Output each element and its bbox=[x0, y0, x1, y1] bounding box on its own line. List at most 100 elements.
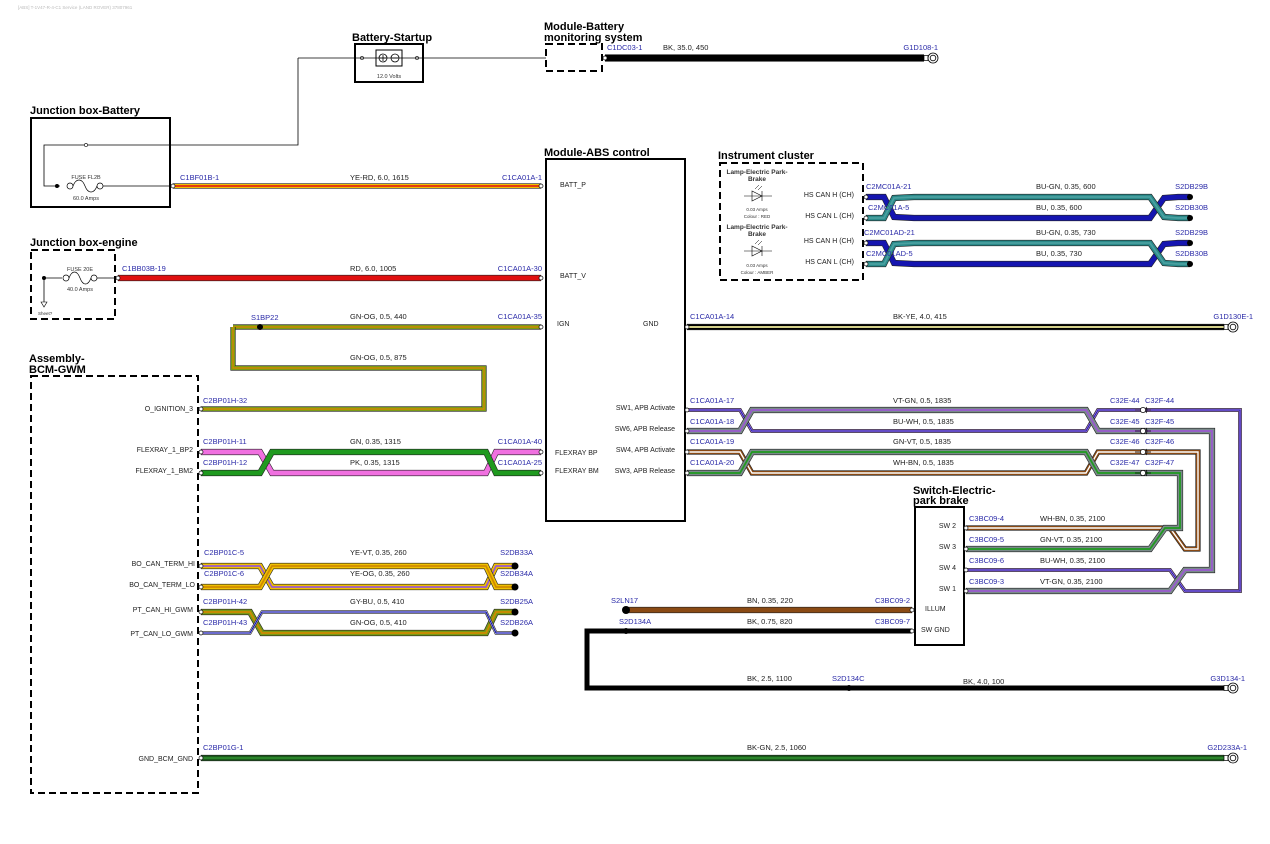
battery-startup-title: Battery-Startup bbox=[352, 32, 432, 44]
wire-spec-ign-b: GN-OG, 0.5, 875 bbox=[350, 353, 407, 362]
wire-ic-can-1-h-outline bbox=[866, 193, 1190, 222]
wire-spec-epb-gnvt: GN-VT, 0.35, 2100 bbox=[1040, 535, 1102, 544]
conn-c1ca01a-20: C1CA01A-20 bbox=[690, 458, 734, 467]
epb-pin-sw4: SW 4 bbox=[939, 565, 956, 572]
lamp-red-title-1: Lamp-Electric Park- bbox=[726, 169, 787, 176]
wire-spec-ic-h1: BU-GN, 0.35, 600 bbox=[1036, 182, 1096, 191]
epb-pin-sw1: SW 1 bbox=[939, 586, 956, 593]
bcm-gwm: Assembly- BCM-GWM O_IGNITION_3 FLEXRAY_1… bbox=[29, 353, 199, 794]
pin-epb-sw-1 bbox=[963, 546, 969, 552]
lamp-amber-title-2: Brake bbox=[748, 231, 766, 238]
wire-spec-swgnd: BK, 0.75, 820 bbox=[747, 617, 792, 626]
wire-spec-gnd-splice: BK, 2.5, 1100 bbox=[747, 674, 792, 683]
bcm-pin-bo-lo: BO_CAN_TERM_LO bbox=[129, 582, 195, 589]
ic-pin-can-h-2: HS CAN H (CH) bbox=[804, 238, 854, 245]
conn-c1ca01a-18: C1CA01A-18 bbox=[690, 417, 734, 426]
conn-c1ca01a-1: C1CA01A-1 bbox=[502, 173, 542, 182]
pin-c1ca01a-14 bbox=[684, 324, 690, 330]
wire-ic-can-1-h bbox=[866, 194, 1190, 221]
splice-s2d134a: S2D134A bbox=[619, 617, 651, 626]
led-icon bbox=[744, 184, 772, 202]
bcm-pin-bo-hi: BO_CAN_TERM_HI bbox=[132, 561, 195, 568]
wire-labels: C1DC03-1 BK, 35.0, 450 G1D108-1 C1BF01B-… bbox=[122, 43, 1253, 752]
conn-c2bp01c-5: C2BP01C-5 bbox=[204, 548, 244, 557]
conn-c2mc01ad-21: C2MC01AD-21 bbox=[864, 228, 915, 237]
pin-abs-sw-3 bbox=[684, 470, 690, 476]
ic-pin-can-h-1: HS CAN H (CH) bbox=[804, 192, 854, 199]
module-bms-title-2: monitoring system bbox=[544, 32, 643, 44]
epb-pin-illum: ILLUM bbox=[925, 606, 946, 613]
pin-c1dc03-1 bbox=[602, 55, 608, 61]
pin-c2bp01c-5 bbox=[198, 563, 204, 569]
sheet-ref: Sheet? bbox=[38, 311, 53, 316]
wire-ic-can-2-pin-h bbox=[863, 240, 869, 246]
fuse-icon bbox=[66, 179, 104, 193]
ground-g1d130e-1-icon bbox=[1223, 321, 1239, 333]
junction-box-battery: Junction box-Battery FUSE FL2B 60.0 Amps bbox=[30, 58, 299, 208]
conn-g2d233a-1: G2D233A-1 bbox=[1207, 743, 1247, 752]
conn-c2mc01a-21: C2MC01A-21 bbox=[866, 182, 911, 191]
wire-ic-can-1-l bbox=[866, 194, 1190, 221]
wire-ic-can-2-h-stripe bbox=[866, 242, 1190, 265]
wire-spec-sw-buwh: BU-WH, 0.5, 1835 bbox=[893, 417, 954, 426]
pin-c1ca01a-25 bbox=[538, 470, 544, 476]
wire-spec-batt-v: RD, 6.0, 1005 bbox=[350, 264, 396, 273]
conn-c2bp01h-32: C2BP01H-32 bbox=[203, 396, 247, 405]
inline-connector-c32-46-icon bbox=[1135, 448, 1151, 456]
conn-c2bp01c-6: C2BP01C-6 bbox=[204, 569, 244, 578]
conn-c3bc09-7: C3BC09-7 bbox=[875, 617, 910, 626]
wire-pt-lo-stripe bbox=[201, 611, 515, 634]
conn-c2bp01h-43: C2BP01H-43 bbox=[203, 618, 247, 627]
pin-sw6: SW6, APB Release bbox=[615, 426, 675, 433]
pin-batt-v: BATT_V bbox=[560, 273, 586, 280]
pin-c2bp01h-42 bbox=[198, 609, 204, 615]
lamp-red-current: 0.03 Amps bbox=[746, 207, 768, 212]
wire-ic-can-2-splice-h bbox=[1187, 240, 1193, 246]
pin-c1ca01a-40 bbox=[538, 449, 544, 455]
wire-ic-can-1-pin-l bbox=[863, 215, 869, 221]
module-bms: Module-Battery monitoring system bbox=[544, 21, 643, 72]
wire-ic-can-1-splice-h bbox=[1187, 194, 1193, 200]
bcm-title-1: Assembly- bbox=[29, 353, 85, 365]
wire-spec-fr-gn: GN, 0.35, 1315 bbox=[350, 437, 401, 446]
pin-epb-sw-2 bbox=[963, 567, 969, 573]
pin-ign: IGN bbox=[557, 321, 569, 328]
lamp-amber-current: 0.03 Amps bbox=[746, 263, 768, 268]
wire-ic-can-2-h-outline bbox=[866, 239, 1190, 268]
splice-s2db25a-dot bbox=[511, 608, 519, 616]
wire-ic-can-2-h bbox=[866, 240, 1190, 267]
conn-c3bc09-3: C3BC09-3 bbox=[969, 577, 1004, 586]
conn-c1ca01a-25: C1CA01A-25 bbox=[498, 458, 542, 467]
splice-s2db29b-2: S2DB29B bbox=[1175, 228, 1208, 237]
ic-pin-can-l-1: HS CAN L (CH) bbox=[805, 213, 854, 220]
conn-c1bb03b-19: C1BB03B-19 bbox=[122, 264, 166, 273]
wire-spec-ic-l2: BU, 0.35, 730 bbox=[1036, 249, 1082, 258]
pin-sw3: SW3, APB Release bbox=[615, 468, 675, 475]
sheet-arrow-icon bbox=[40, 301, 48, 308]
pin-batt-p: BATT_P bbox=[560, 182, 586, 189]
wire-spec-sw-whbn: WH-BN, 0.5, 1835 bbox=[893, 458, 954, 467]
wire-spec-bcm-gnd: BK-GN, 2.5, 1060 bbox=[747, 743, 806, 752]
pin-flexray-bm: FLEXRAY BM bbox=[555, 468, 599, 475]
conn-c32f-47: C32F-47 bbox=[1145, 458, 1174, 467]
pin-c2bp01h-12 bbox=[198, 470, 204, 476]
pin-sw4: SW4, APB Activate bbox=[616, 447, 675, 454]
wire-fr-gn bbox=[201, 449, 541, 476]
conn-c32e-46: C32E-46 bbox=[1110, 437, 1140, 446]
conn-c1ca01a-14: C1CA01A-14 bbox=[690, 312, 734, 321]
pin-c3bc09-2 bbox=[909, 607, 915, 613]
wire-spec-bo-lo: YE-OG, 0.35, 260 bbox=[350, 569, 410, 578]
inline-connector-c32-44-icon bbox=[1135, 406, 1151, 414]
pin-c2bp01c-6 bbox=[198, 584, 204, 590]
splice-s2db34a-dot bbox=[511, 583, 519, 591]
wire-ic-can-2-pin-l bbox=[863, 261, 869, 267]
abs-module: Module-ABS control BATT_P BATT_V IGN GND… bbox=[544, 147, 686, 522]
bcm-pin-pt-hi: PT_CAN_HI_GWM bbox=[133, 607, 193, 614]
lamp-red-colour: Colour : RED bbox=[744, 214, 771, 219]
conn-c2mc01ad-5: C2MC01AD-5 bbox=[866, 249, 913, 258]
conn-c32e-45: C32E-45 bbox=[1110, 417, 1140, 426]
wire-spec-batt-p: YE-RD, 6.0, 1615 bbox=[350, 173, 409, 182]
battery-rating: 12.0 Volts bbox=[377, 74, 401, 80]
splice-s1bp22: S1BP22 bbox=[251, 313, 279, 322]
